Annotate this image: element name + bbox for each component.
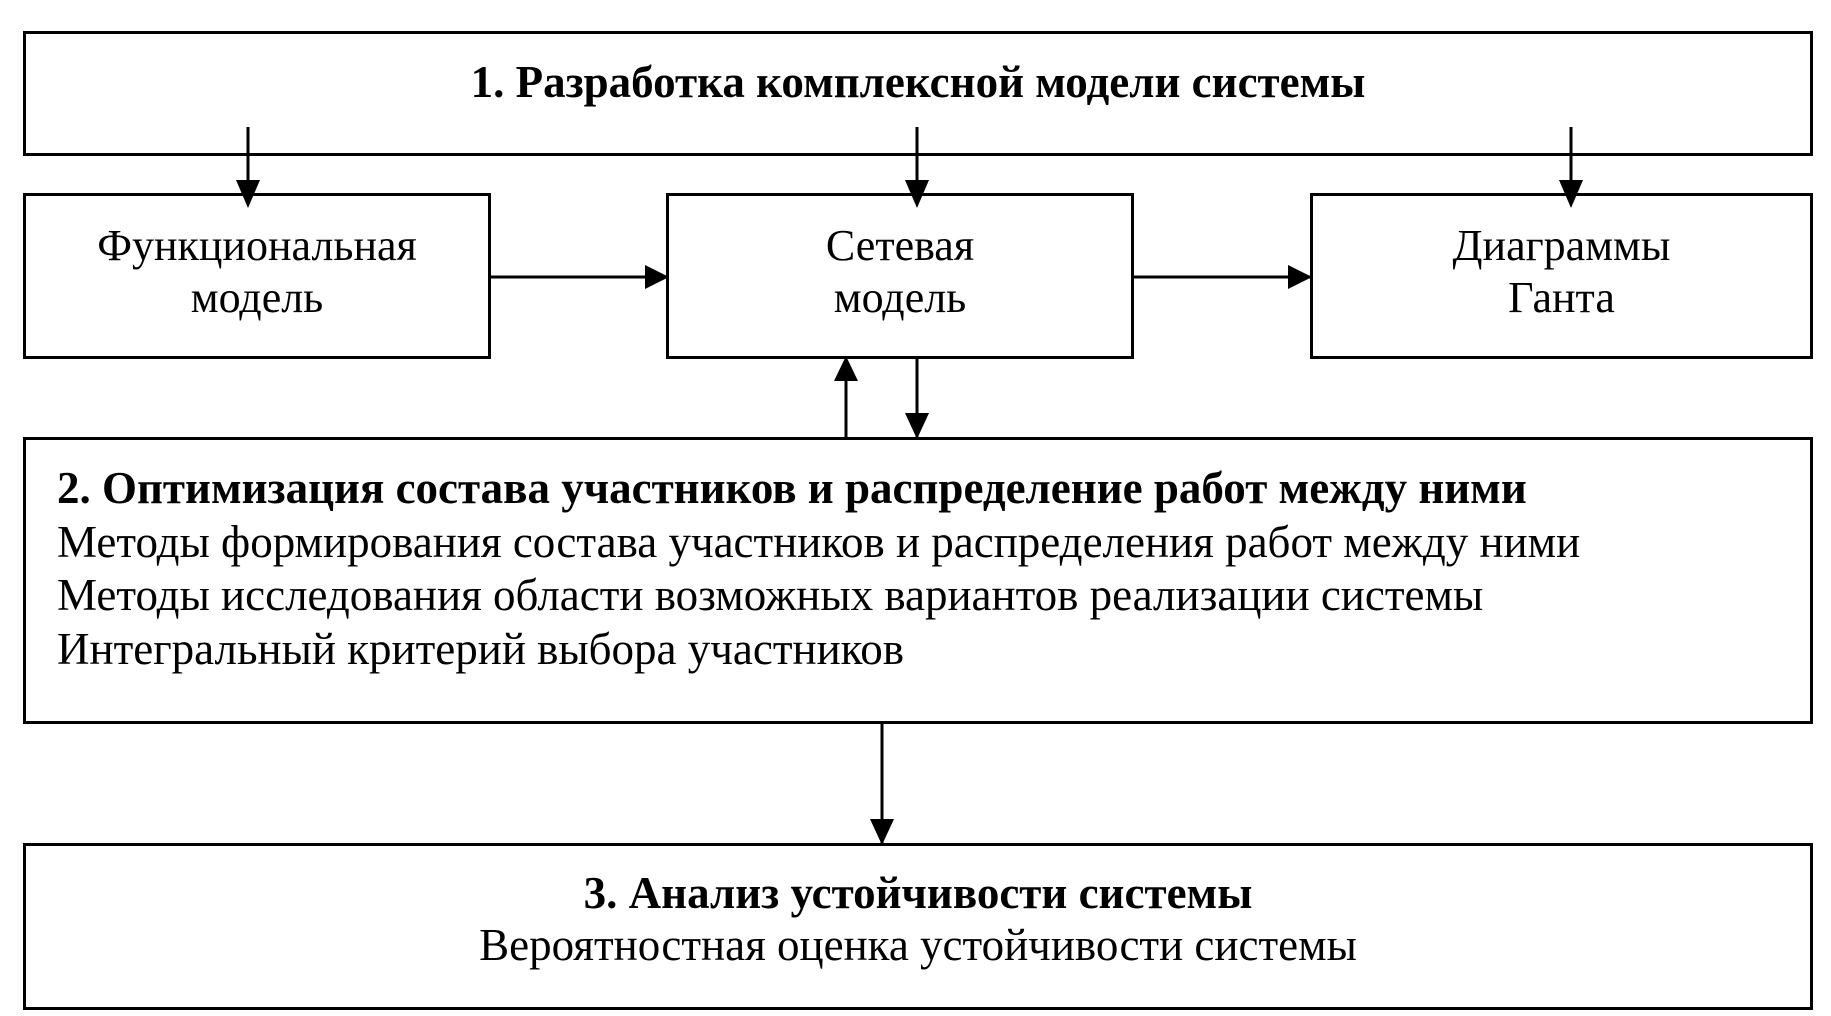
network-model-label-line2: модель [833, 273, 967, 322]
arrowhead-down-to-stage2 [905, 413, 929, 439]
functional-model-box [23, 193, 491, 359]
stage2-item: Интегральный критерий выбора участников [57, 624, 905, 674]
stage1-box [23, 31, 1813, 156]
stage2-title: 2. Оптимизация состава участников и расп… [57, 463, 1527, 513]
stage3-title: 3. Анализ устойчивости системы [583, 868, 1253, 918]
stage3-box [23, 843, 1813, 1010]
stage2-item: Методы формирования состава участников и… [57, 517, 1581, 567]
gantt-charts-label-line2: Ганта [1508, 273, 1615, 322]
stage1-title: 1. Разработка комплексной модели системы [470, 57, 1366, 107]
network-model-box [666, 193, 1134, 359]
gantt-charts-box [1310, 193, 1813, 359]
gantt-charts-label-line1: Диаграммы [1452, 221, 1671, 270]
functional-model-label-line1: Функциональная [97, 221, 417, 270]
arrowhead-up-to-network [834, 356, 858, 381]
stage2-item: Методы исследования области возможных ва… [57, 570, 1484, 620]
stage2-box [23, 437, 1813, 724]
functional-model-label-line2: модель [190, 273, 324, 322]
arrowhead-to-gantt [1288, 265, 1312, 289]
arrowhead-down-to-stage3 [870, 819, 894, 845]
network-model-label-line1: Сетевая [825, 221, 975, 270]
arrowhead-to-network [645, 265, 669, 289]
stage3-subtitle: Вероятностная оценка устойчивости систем… [479, 920, 1357, 970]
